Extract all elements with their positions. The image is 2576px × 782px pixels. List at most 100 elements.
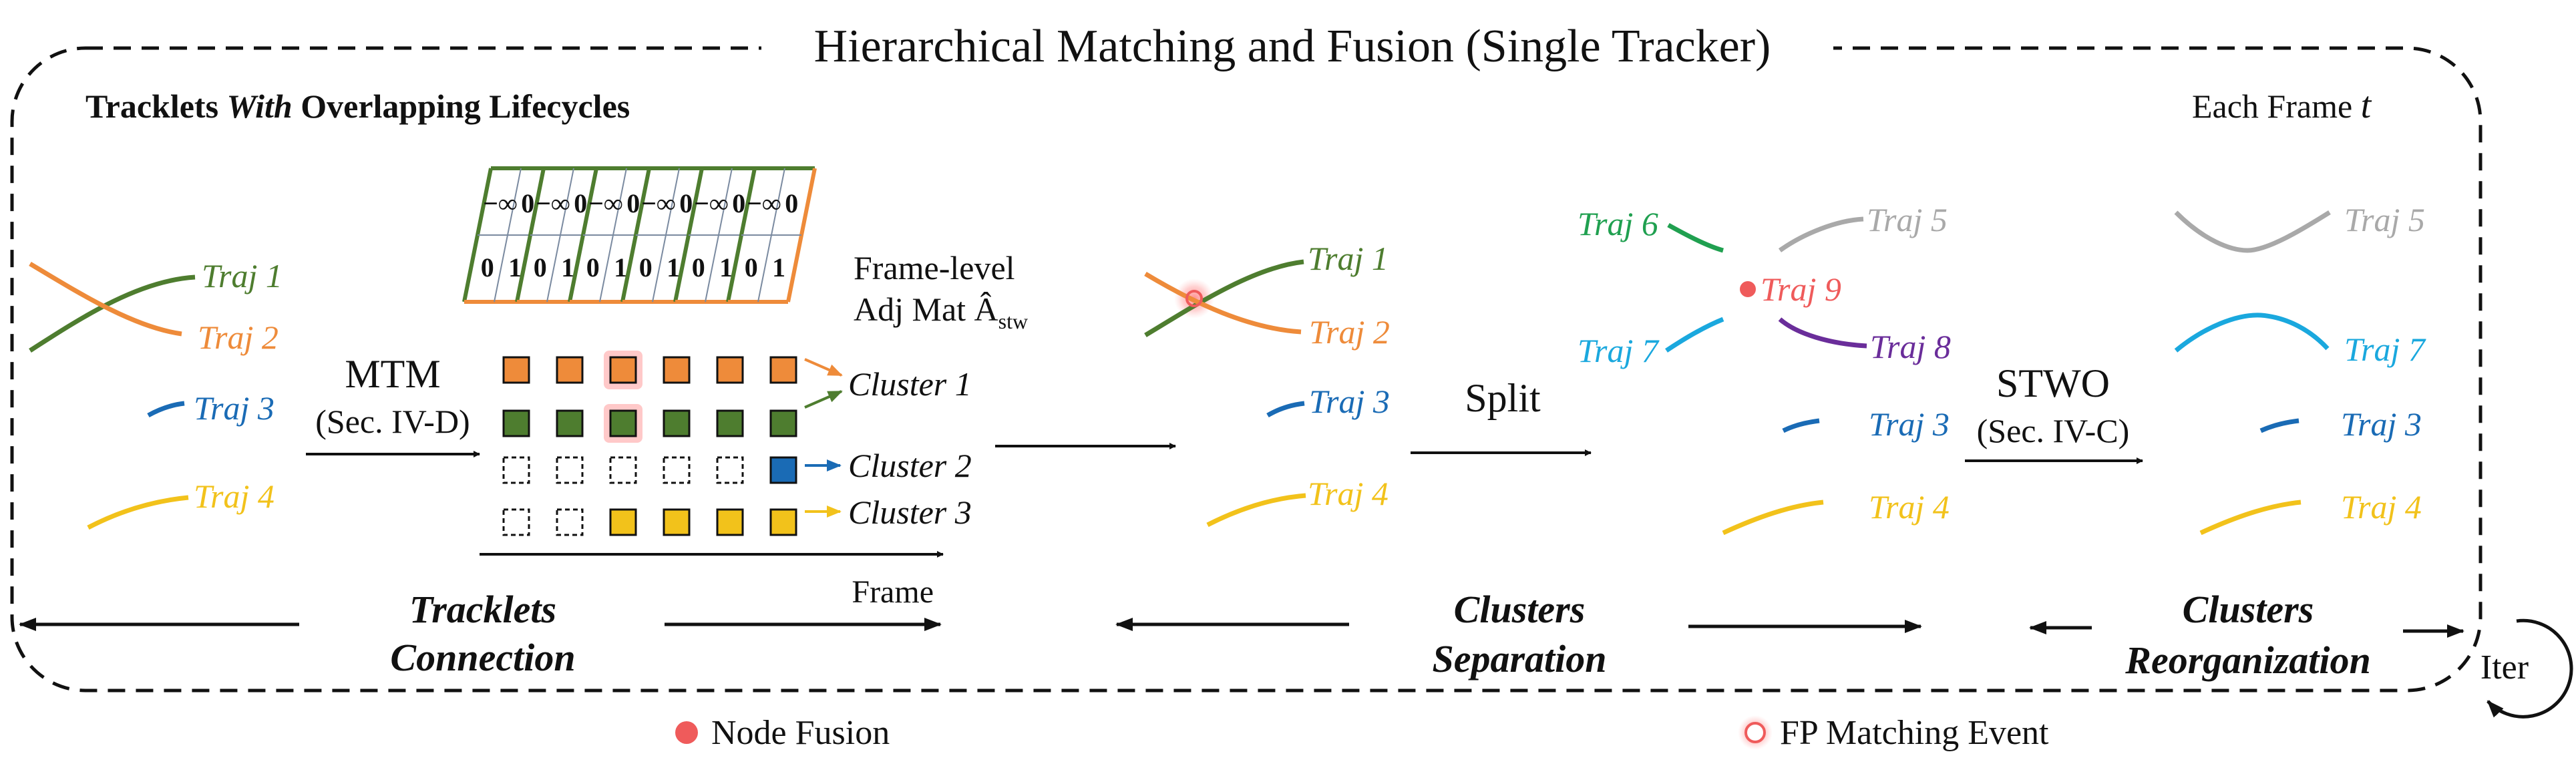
matrix-cell-value: −∞ [694,188,728,218]
stage3-traj-3-label: Traj 3 [1869,405,1950,443]
grid-cell [716,508,744,536]
grid-cell [502,356,530,384]
grid-cell [716,456,744,484]
stage3-traj-6-curve [1667,222,1724,253]
stage4-traj-7-curve [2174,313,2330,353]
right-header-var: t [2361,85,2372,126]
matrix-grid-v [705,168,733,303]
stage2-traj-3-curve [1266,401,1305,418]
right-header: Each Frame t [2192,85,2372,126]
stage4-traj-7-label: Traj 7 [2344,331,2426,368]
matrix-cell-value: 0 [732,188,745,218]
frame-label: Frame [852,574,934,610]
matrix-cell-value: −∞ [536,188,570,218]
grid-cell [663,409,691,437]
connection-label-1: Tracklets [409,588,556,631]
legend-node-fusion-icon [675,721,698,744]
matrix-cell-value: 0 [692,252,705,282]
matrix-grid-v [546,168,574,303]
node-fusion-dot [1740,281,1756,297]
stage2-traj-1-curve [1144,259,1304,337]
matrix-grid-v [757,168,785,303]
cluster-1-label: Cluster 1 [848,365,972,403]
stage4-traj-4-label: Traj 4 [2341,488,2422,526]
grid-cell [609,356,637,384]
grid-cell [716,356,744,384]
matrix-grid-v [599,168,627,303]
stage4-traj-3-label: Traj 3 [2341,405,2422,443]
grid-cell [769,356,797,384]
grid-cell [769,508,797,536]
stage4-traj-5-label: Traj 5 [2344,201,2425,238]
reorganization-label-1: Clusters [2183,588,2314,631]
matrix-caption-2: Adj Mat Âstw [854,290,1028,333]
stage3-traj-9-label: Traj 9 [1761,270,1841,308]
mtm-label: MTM [345,352,440,396]
separation-label-1: Clusters [1454,588,1586,631]
stage2-traj-2-curve [1144,271,1302,335]
matrix-cell-value: 1 [667,252,680,282]
stage2-tracklets: Traj 1 Traj 2 Traj 3 Traj 4 [1144,240,1390,528]
mtm-ref: (Sec. IV-D) [315,403,470,440]
stage3-traj-4-curve [1722,500,1824,536]
matrix-cell-value: 0 [534,252,547,282]
matrix-cell-value: 0 [586,252,600,282]
cluster-1-arrow-green [804,390,843,409]
fp-marker-stage2 [1185,290,1203,307]
matrix-cell-value: −∞ [641,188,675,218]
stage1-tracklets: Traj 1 Traj 2 Traj 3 Traj 4 [29,257,283,530]
stage3-traj-8-label: Traj 8 [1870,328,1951,365]
stage4-tracklets: Traj 5 Traj 7 Traj 3 Traj 4 [2174,201,2426,536]
stage3-traj-7-label: Traj 7 [1578,332,1660,369]
matrix-cell-value: 0 [521,188,534,218]
split-label: Split [1465,376,1541,420]
matrix-cell-value: 1 [508,252,522,282]
iter-label: Iter [2480,648,2529,687]
cluster-1-arrow [804,358,843,377]
grid-cell [716,409,744,437]
traj-3-curve [147,401,185,418]
legend-fp-event-label: FP Matching Event [1780,714,2049,752]
matrix-caption-1: Frame-level [854,249,1015,286]
matrix-cell-value: 1 [614,252,627,282]
stage3-traj-8-curve [1778,317,1867,349]
stage2-traj-4-label: Traj 4 [1308,475,1389,512]
matrix-cell-value: 1 [719,252,733,282]
grid-cell [609,508,637,536]
stage3-traj-5-curve [1778,216,1864,252]
stage3-traj-3-curve [1782,418,1820,433]
grid-cell [556,409,584,437]
grid-cell [556,508,584,536]
grid-cell [502,456,530,484]
stage2-traj-2-label: Traj 2 [1309,313,1390,351]
legend-node-fusion-label: Node Fusion [711,714,890,752]
grid-cell [556,356,584,384]
stage3-traj-4-label: Traj 4 [1869,488,1950,526]
matrix-grid-v [494,168,522,303]
left-header-part2: With [227,87,293,125]
matrix-cell-value: 0 [679,188,693,218]
traj-4-label: Traj 4 [194,477,274,515]
grid-cell [769,409,797,437]
matrix-cell-value: 0 [626,188,640,218]
reorganization-label-2: Reorganization [2125,638,2370,682]
stage3-traj-6-label: Traj 6 [1578,205,1658,242]
stage3-traj-7-curve [1665,317,1724,353]
matrix-cell-value: 0 [481,252,494,282]
left-header: Tracklets With Overlapping Lifecycles [85,87,630,125]
grid-cell [663,508,691,536]
matrix-cell-value: −∞ [483,188,517,218]
separation-label-2: Separation [1432,637,1606,680]
matrix-cell-value: 0 [785,188,798,218]
legend-fp-event-icon [1744,722,1766,743]
matrix-cell-value: 1 [561,252,574,282]
grid-cell [663,356,691,384]
stage3-tracklets: Traj 6 Traj 5 Traj 9 Traj 7 Traj 8 Traj … [1578,201,1951,536]
title-background [761,13,1833,80]
grid-cell [609,456,637,484]
stwo-ref: (Sec. IV-C) [1977,412,2130,449]
